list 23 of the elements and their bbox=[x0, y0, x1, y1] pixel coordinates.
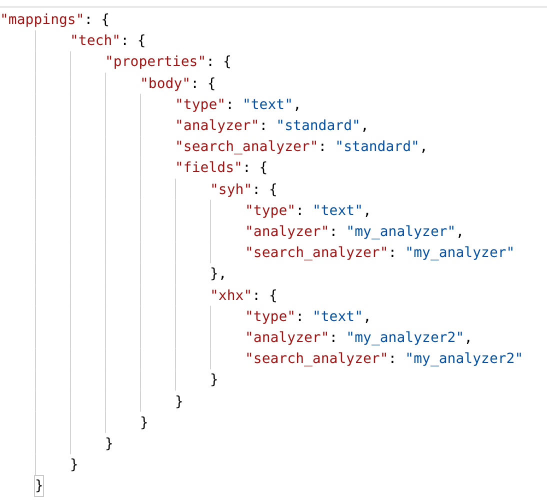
code-line: "analyzer": "standard", bbox=[175, 117, 369, 136]
code-line: "search_analyzer": "my_analyzer2" bbox=[245, 350, 524, 370]
code-line: "search_analyzer": "standard", bbox=[175, 138, 428, 158]
code-line: "tech": { bbox=[70, 32, 146, 52]
code-line: "type": "text", bbox=[245, 202, 372, 221]
code-line: "analyzer": "my_analyzer2", bbox=[245, 329, 473, 348]
code-line: "fields": { bbox=[175, 159, 268, 178]
code-line: } bbox=[70, 456, 78, 476]
code-line: } bbox=[35, 476, 44, 496]
code-line: "properties": { bbox=[105, 53, 232, 72]
code-line: } bbox=[105, 435, 114, 454]
code-line: "search_analyzer": "my_analyzer" bbox=[245, 244, 515, 264]
code-line: "body": { bbox=[140, 74, 216, 94]
code-line: }, bbox=[210, 265, 227, 284]
code-line: "mappings": { bbox=[0, 11, 110, 30]
code-line: "analyzer": "my_analyzer", bbox=[245, 223, 464, 242]
code-line: } bbox=[175, 392, 184, 412]
code-line: "type": "text", bbox=[245, 308, 372, 327]
code-line: "type": "text", bbox=[175, 96, 302, 115]
code-line: "xhx": { bbox=[210, 286, 278, 306]
code-line: "syh": { bbox=[210, 180, 278, 200]
code-line: } bbox=[140, 414, 148, 433]
code-line: } bbox=[210, 371, 218, 390]
